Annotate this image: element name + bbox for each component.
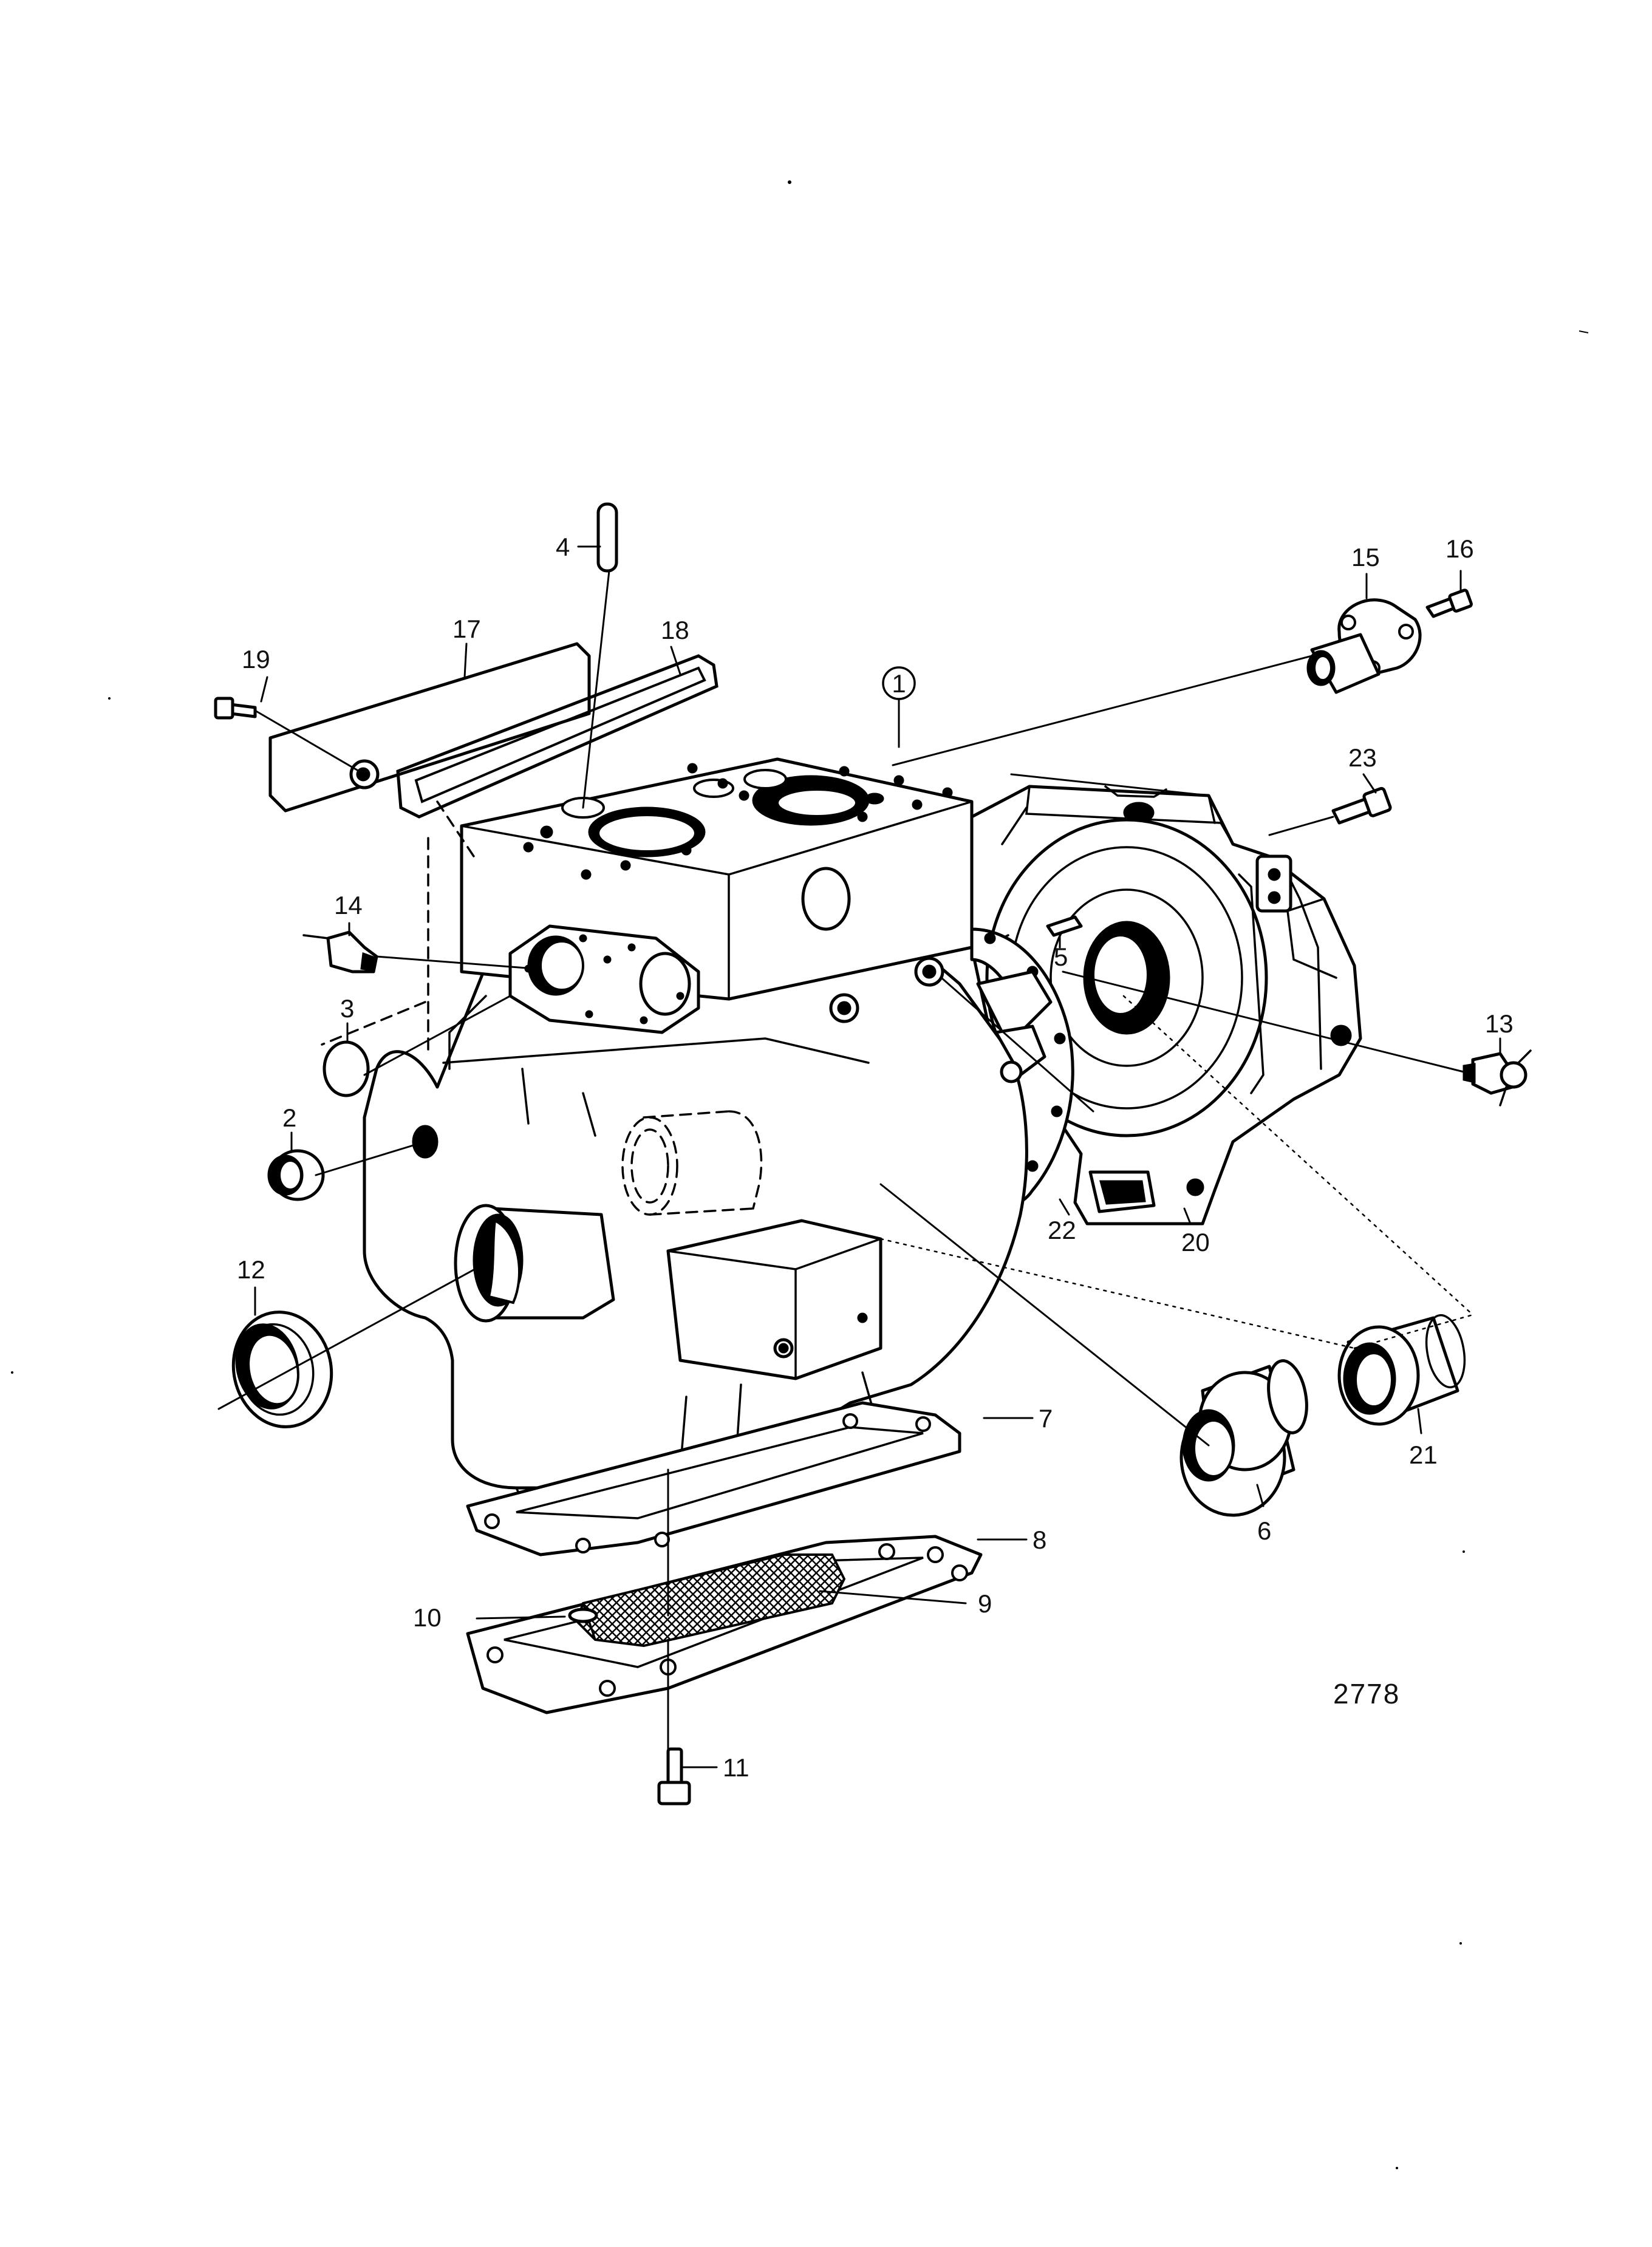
flange-15-part [1306, 598, 1422, 694]
callout-2: 2 [282, 1103, 296, 1132]
bushing-2-part [267, 1149, 325, 1201]
callout-labels: 1 4 18 17 19 15 16 23 14 5 13 3 2 12 22 … [237, 533, 1514, 1782]
fitting-14-part [302, 930, 378, 973]
callout-14: 14 [334, 891, 363, 919]
callout-18: 18 [661, 616, 689, 644]
drain-bolt-11-part [657, 1747, 691, 1805]
seal-ring-12-part [231, 1311, 333, 1428]
callout-17: 17 [452, 615, 481, 643]
callout-4: 4 [556, 533, 570, 561]
callout-7: 7 [1039, 1404, 1053, 1433]
callout-12: 12 [237, 1255, 265, 1284]
flanged-bushing-6-part [1179, 1359, 1308, 1517]
callout-6: 6 [1257, 1516, 1271, 1545]
callout-leaders [254, 545, 1501, 1768]
callout-8: 8 [1032, 1526, 1046, 1554]
callout-23: 23 [1348, 743, 1377, 772]
side-cover-17-part [268, 642, 591, 813]
callout-1: 1 [892, 669, 906, 698]
plug-disc-3-part [323, 1040, 370, 1097]
dowel-pin-4-part [596, 502, 618, 573]
bolt-23-part [1331, 786, 1392, 825]
sump-gasket-part [466, 1401, 961, 1557]
bushing-21-part [1337, 1314, 1466, 1426]
callout-5: 5 [1054, 943, 1068, 971]
callout-15: 15 [1351, 543, 1380, 571]
callout-16: 16 [1445, 534, 1474, 563]
callout-13: 13 [1485, 1009, 1514, 1038]
assembly-lines [217, 570, 1474, 1750]
screw-16-part [1425, 588, 1473, 618]
dowel-pin-5-part [1046, 915, 1083, 937]
cover-gasket-18-part [396, 654, 718, 819]
callout-1-circle [882, 666, 916, 700]
figure-number: 2778 [1333, 1678, 1400, 1710]
callout-19: 19 [242, 645, 270, 673]
washer-10-part [568, 1608, 598, 1623]
cylinder-block-part [363, 757, 1053, 1513]
screw-19-part [214, 697, 257, 720]
scan-marks [11, 180, 1589, 2169]
callout-11: 11 [723, 1753, 749, 1782]
callout-20: 20 [1181, 1228, 1210, 1256]
callout-3: 3 [340, 994, 354, 1023]
drain-valve-13-part [1463, 1049, 1532, 1106]
callout-9: 9 [978, 1589, 992, 1618]
callout-10: 10 [413, 1603, 442, 1632]
callout-22: 22 [1048, 1216, 1076, 1244]
callout-21: 21 [1409, 1441, 1438, 1469]
